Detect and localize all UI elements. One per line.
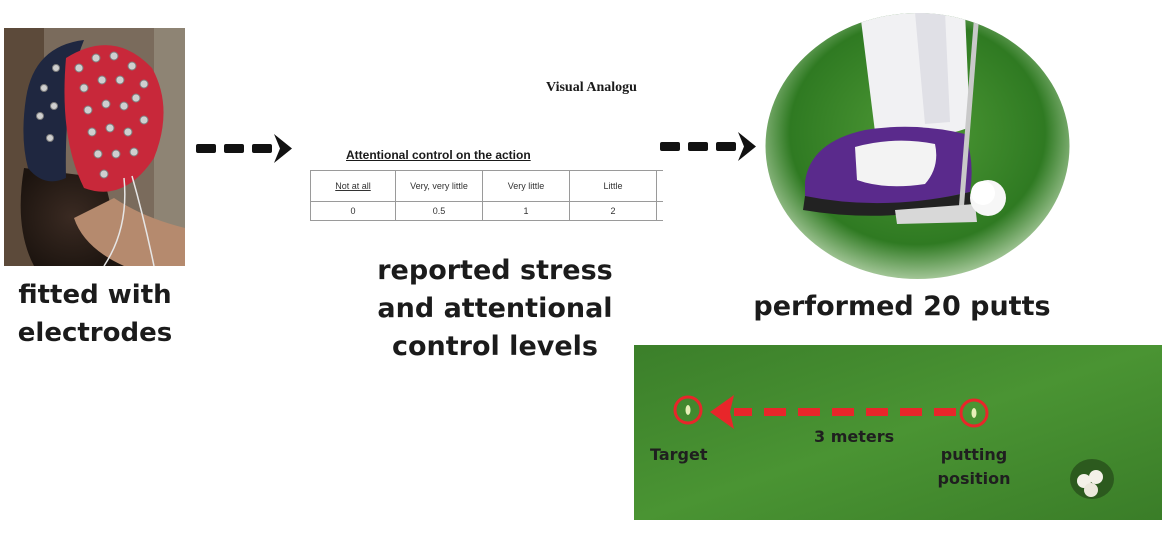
- step-stress-line-3: control levels: [391, 331, 598, 362]
- step-stress-line-1: reported stress: [377, 255, 613, 286]
- step-electrodes-line-1: fitted with: [18, 280, 172, 310]
- distance-label: 3 meters: [814, 427, 895, 446]
- putting-green-panel: Target 3 meters putting position: [634, 345, 1162, 520]
- dashed-arrow-2-icon: [660, 132, 756, 161]
- scale-labels-row: Not at all Very, very little Very little…: [310, 170, 663, 202]
- step-stress-label: reported stress and attentional control …: [360, 252, 630, 366]
- attentional-control-title: Attentional control on the action: [346, 148, 531, 162]
- eeg-cap-photo: [4, 28, 185, 266]
- target-label: Target: [650, 445, 708, 464]
- attentional-control-scale-table: Not at all Very, very little Very little…: [310, 170, 663, 221]
- putting-position-line-1: putting: [940, 445, 1008, 464]
- putting-position-label: putting position: [919, 443, 1029, 491]
- scale-values-row: 0 0.5 1 2: [310, 201, 663, 221]
- scale-label-cell: Very, very little: [395, 170, 483, 202]
- scale-cut-cell: [656, 170, 663, 202]
- dashed-arrow-1-icon: [196, 134, 292, 163]
- step-electrodes-line-2: electrodes: [17, 318, 173, 348]
- scale-label-cell: Not at all: [310, 170, 396, 202]
- scale-label-cell: Little: [569, 170, 657, 202]
- scale-value-cell: 1: [482, 201, 570, 221]
- scale-value-cell: 0: [310, 201, 396, 221]
- scale-cut-cell: [656, 201, 663, 221]
- putting-green-graphic: [634, 345, 1162, 520]
- golf-putt-photo: [765, 13, 1070, 279]
- step-putts-label: performed 20 putts: [753, 291, 1051, 322]
- step-electrodes-label: fitted with electrodes: [0, 276, 190, 352]
- step-stress-line-2: and attentional: [377, 293, 613, 324]
- putting-position-line-2: position: [937, 469, 1011, 488]
- scale-value-cell: 2: [569, 201, 657, 221]
- scale-value-cell: 0.5: [395, 201, 483, 221]
- visual-analogue-scale-heading: Visual Analogu: [546, 80, 637, 95]
- scale-label-cell: Very little: [482, 170, 570, 202]
